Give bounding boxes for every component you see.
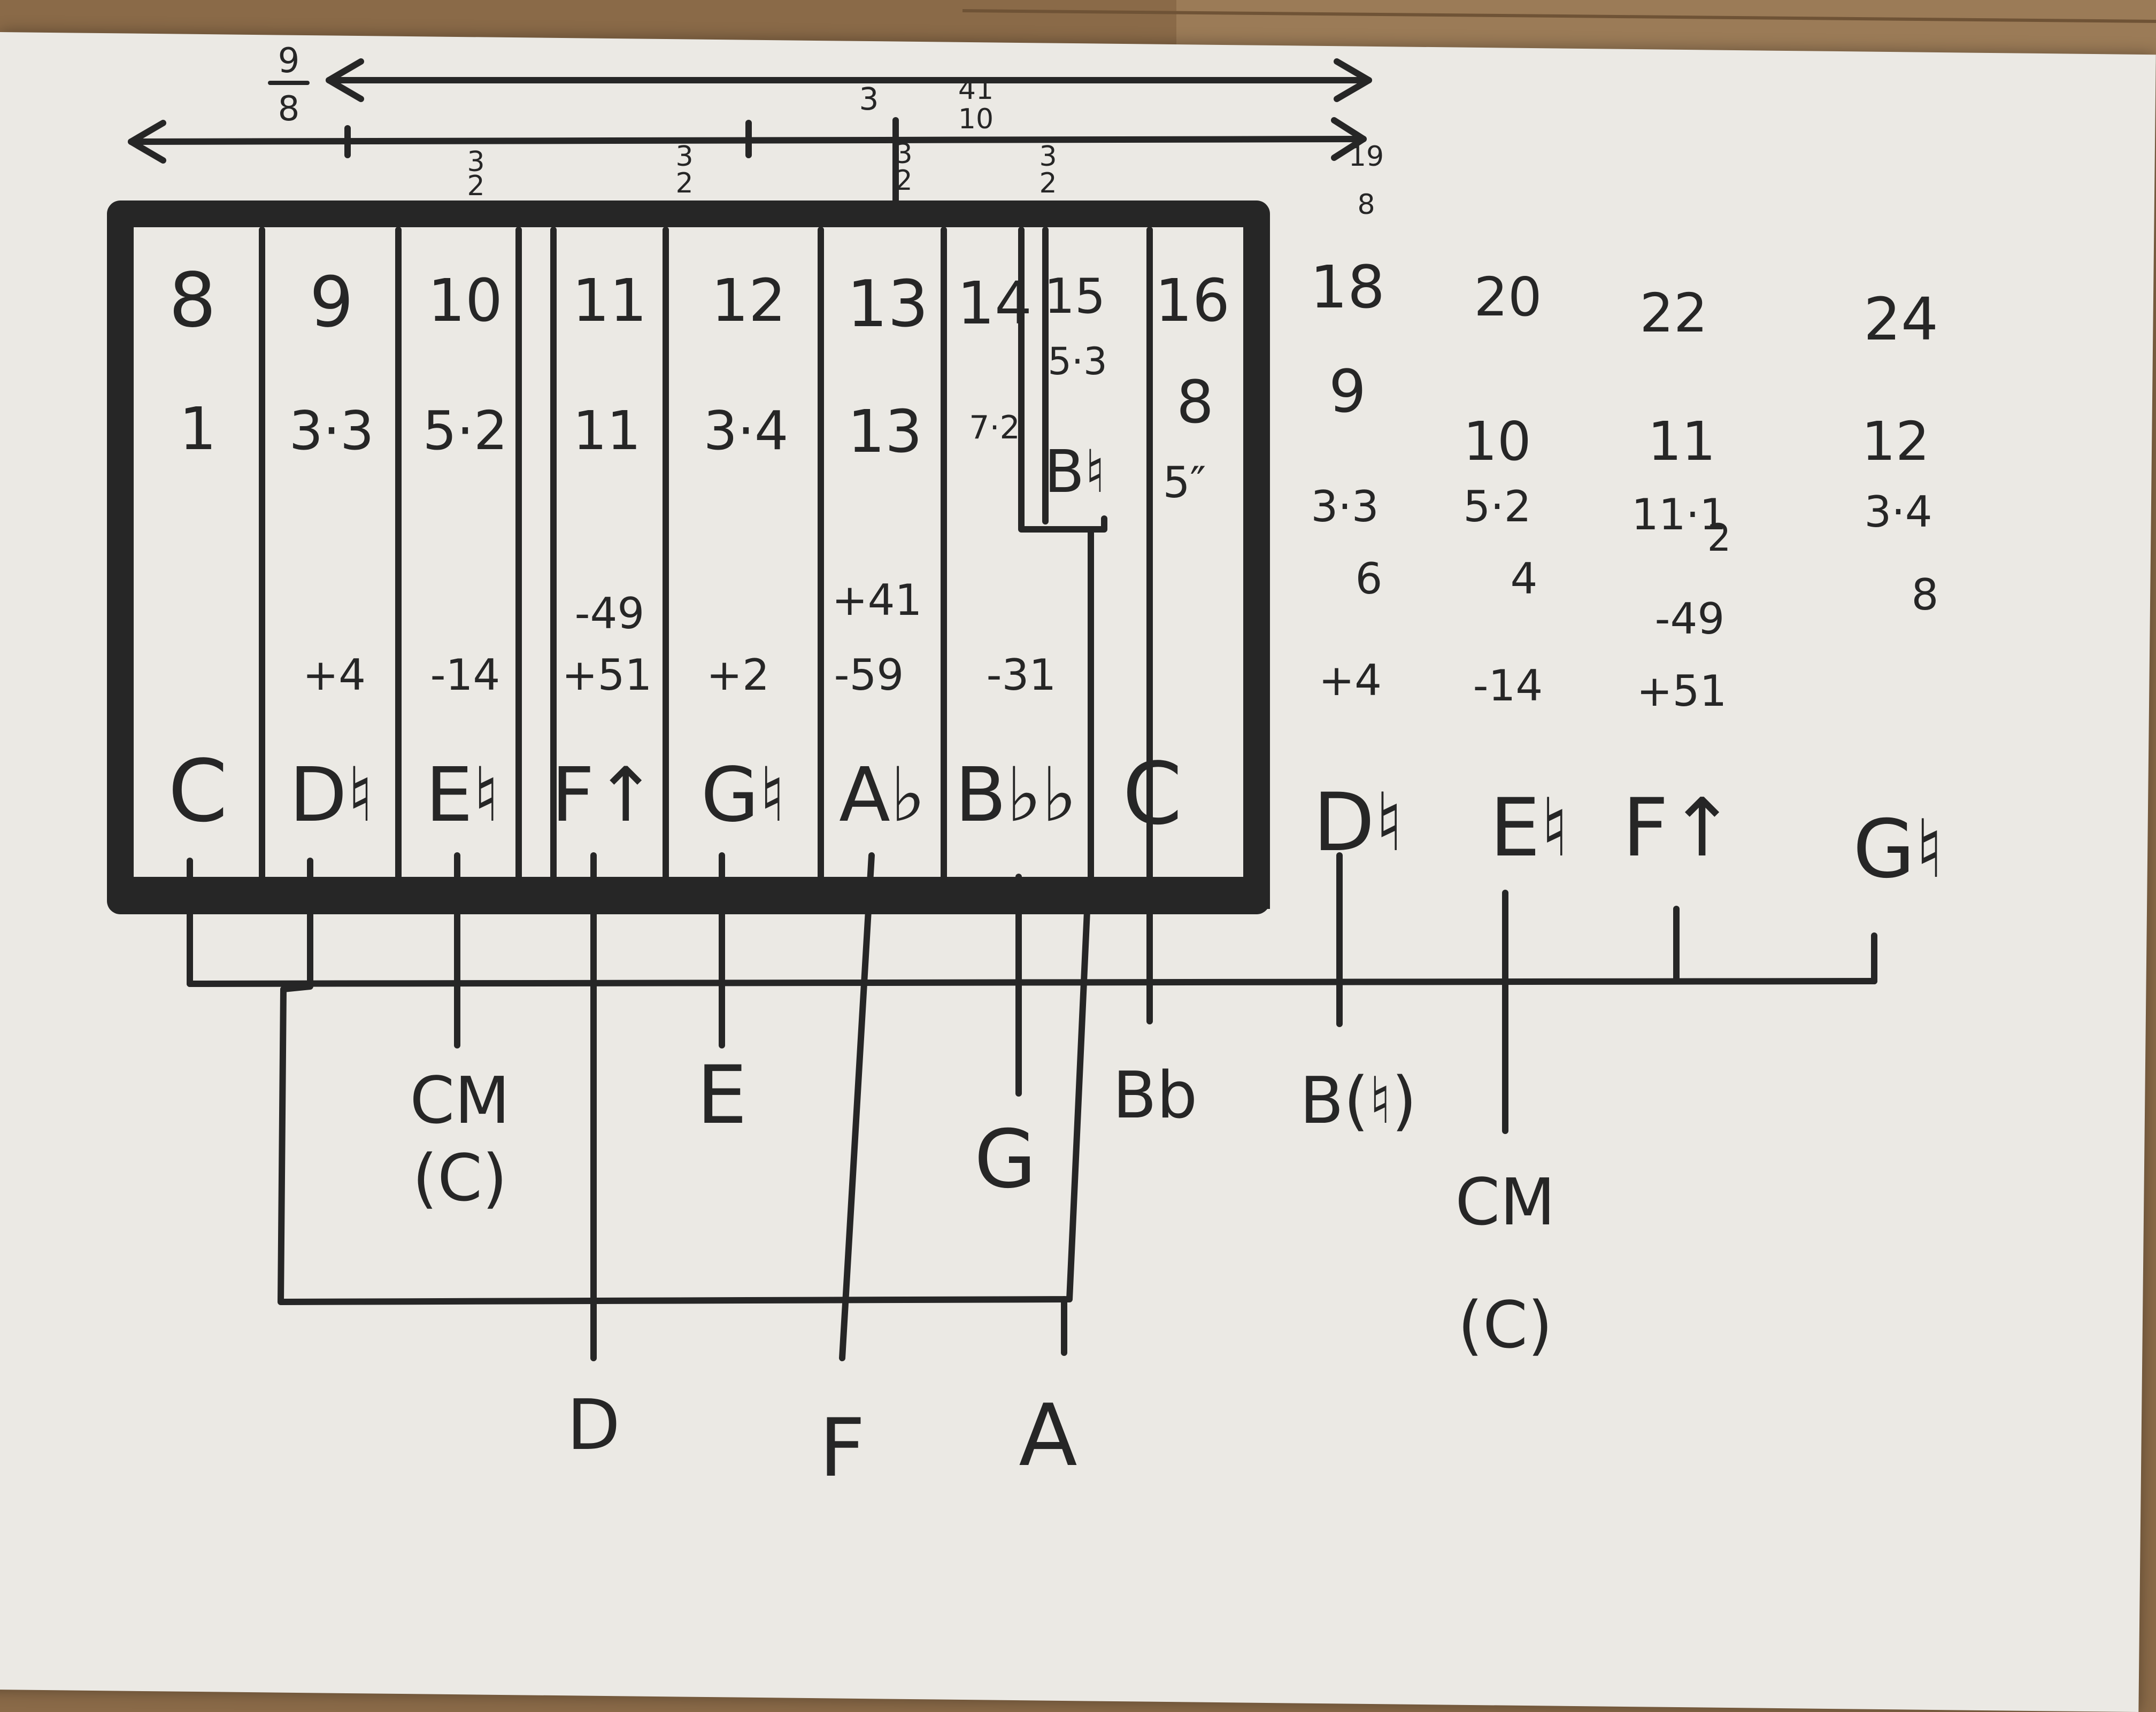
outer-cents-20: -14 xyxy=(1473,661,1543,711)
cents-13-b: -59 xyxy=(834,650,904,700)
note-16: C xyxy=(1122,744,1182,844)
note-9: D♮ xyxy=(289,752,374,839)
outer-ratio2-20-den: 4 xyxy=(1511,554,1538,604)
mid-fraction-2-den: 2 xyxy=(675,167,693,199)
cents-14: -31 xyxy=(987,650,1057,700)
ratio-row: 1 3·3 5·2 11 3·4 13 7·2 5·3 8 B♮ 5″ xyxy=(179,340,1214,507)
note-13: A♭ xyxy=(839,752,926,839)
outer-ratio2-18-den: 6 xyxy=(1356,554,1383,604)
harmonic-11: 11 xyxy=(572,266,647,335)
outer-ratio2-22-den: 2 xyxy=(1707,516,1731,560)
outer-ratio-24: 12 xyxy=(1861,410,1929,473)
note-10: E♮ xyxy=(426,752,500,839)
chord-labels: CM (C) E G Bb B(♮) CM (C) D F A xyxy=(410,1049,1555,1495)
mid-fraction-2-num: 3 xyxy=(675,141,693,173)
harmonic-9: 9 xyxy=(310,261,354,343)
column15-box-label: B♮ xyxy=(1044,437,1106,506)
mid-fraction-3-den: 2 xyxy=(895,165,912,197)
chord-d: D xyxy=(567,1384,620,1466)
outer-note-20: E♮ xyxy=(1490,782,1569,875)
ratio-12: 3·4 xyxy=(703,399,788,462)
upper-fraction-alt: 41 xyxy=(958,74,994,106)
outer-cents-22-a: -49 xyxy=(1655,594,1725,644)
outer-ratio-18: 9 xyxy=(1329,357,1366,426)
ratio-15: 5·3 xyxy=(1048,340,1107,383)
chord-cm-c-right-line2: (C) xyxy=(1458,1289,1552,1363)
chord-a: A xyxy=(1019,1385,1077,1485)
cents-row: +4 -14 -49 +51 +2 +41 -59 -31 xyxy=(303,575,1056,700)
left-fraction-den: 8 xyxy=(278,89,300,129)
outer-harmonic-22: 22 xyxy=(1639,282,1707,344)
chord-g: G xyxy=(974,1113,1036,1206)
outer-note-24: G♮ xyxy=(1853,803,1944,896)
harmonic-12: 12 xyxy=(711,266,786,335)
outer-ratio-22: 11 xyxy=(1647,410,1715,473)
outer-harmonic-20: 20 xyxy=(1474,266,1542,328)
outer-cents-22-b: +51 xyxy=(1637,666,1727,716)
harmonic-8: 8 xyxy=(168,257,216,344)
outer-ratio2-24-den: 8 xyxy=(1912,570,1939,620)
outer-ratio2-20: 5·2 xyxy=(1463,482,1531,531)
cents-11-a: -49 xyxy=(575,589,645,638)
harmonic-15: 15 xyxy=(1044,268,1106,325)
right-fraction-den: 8 xyxy=(1357,189,1375,221)
top-ratio-labels: 9 8 3 41 10 3 2 3 2 3 2 3 2 19 8 xyxy=(268,41,1384,221)
harmonic-box-frame xyxy=(107,200,1270,914)
chord-cm-c-line1: CM xyxy=(410,1064,510,1138)
outer-ratio2-24: 3·4 xyxy=(1864,487,1932,537)
outer-harmonic-24: 24 xyxy=(1864,285,1938,353)
top-arrows xyxy=(128,58,1372,206)
cents-9: +4 xyxy=(303,650,366,700)
chord-b-natural: B(♮) xyxy=(1300,1064,1417,1138)
chord-cm-c-line2: (C) xyxy=(412,1142,507,1216)
ratio-10: 5·2 xyxy=(422,399,507,462)
chord-e: E xyxy=(697,1049,748,1142)
ratio-13: 13 xyxy=(848,397,922,466)
harmonic-row: 8 9 10 11 12 13 14 15 16 xyxy=(168,257,1230,344)
outer-harmonic-18: 18 xyxy=(1310,253,1385,321)
ratio-16: 8 xyxy=(1176,368,1214,436)
cents-11-b: +51 xyxy=(562,650,652,700)
column15-sub-label: 5″ xyxy=(1163,458,1206,507)
cents-12: +2 xyxy=(706,650,769,700)
ratio-8: 1 xyxy=(179,395,217,463)
note-12: G♮ xyxy=(701,752,786,839)
column-dividers xyxy=(259,227,1153,891)
outer-cents-18: +4 xyxy=(1319,656,1382,705)
ratio-14: 7·2 xyxy=(969,409,1020,446)
right-fraction-num: 19 xyxy=(1349,141,1384,173)
diagram-ink: 9 8 3 41 10 3 2 3 2 3 2 3 2 19 8 8 9 xyxy=(107,41,1944,1495)
upper-fraction-num: 3 xyxy=(859,81,879,117)
outer-ratio2-18: 3·3 xyxy=(1311,482,1379,531)
harmonic-16: 16 xyxy=(1155,266,1230,335)
connection-lines xyxy=(187,852,1877,1361)
note-8: C xyxy=(168,741,228,841)
outer-note-22: F↑ xyxy=(1622,782,1736,875)
chord-bb: Bb xyxy=(1113,1059,1198,1133)
chord-cm-c-right-line1: CM xyxy=(1455,1166,1555,1240)
outer-ratio-20: 10 xyxy=(1463,410,1531,473)
note-14: B♭♭ xyxy=(955,752,1077,839)
cents-10: -14 xyxy=(430,650,500,700)
mid-fraction-1-den: 2 xyxy=(467,170,484,202)
ratio-11: 11 xyxy=(573,399,641,462)
mid-fraction-4-num: 3 xyxy=(1039,141,1057,173)
harmonic-14: 14 xyxy=(957,269,1032,337)
cents-13-a: +41 xyxy=(832,575,922,625)
mid-fraction-4-den: 2 xyxy=(1039,167,1057,199)
harmonic-13: 13 xyxy=(847,267,929,342)
note-11: F↑ xyxy=(551,752,657,839)
left-fraction-num: 9 xyxy=(278,41,300,81)
outer-ratio2-22: 11·1 xyxy=(1631,490,1727,539)
outer-columns: 18 20 22 24 9 10 11 12 3·3 6 5·2 4 11·1 … xyxy=(1310,253,1944,896)
ratio-9: 3·3 xyxy=(289,399,374,462)
mid-fraction-3-num: 3 xyxy=(895,138,912,170)
outer-note-18: D♮ xyxy=(1313,776,1403,869)
note-row: C D♮ E♮ F↑ G♮ A♭ B♭♭ C xyxy=(168,741,1182,844)
harmonic-10: 10 xyxy=(428,266,503,335)
mid-fraction-1-num: 3 xyxy=(467,146,484,178)
chord-f: F xyxy=(819,1402,865,1495)
upper-fraction-alt-den: 10 xyxy=(958,103,994,135)
